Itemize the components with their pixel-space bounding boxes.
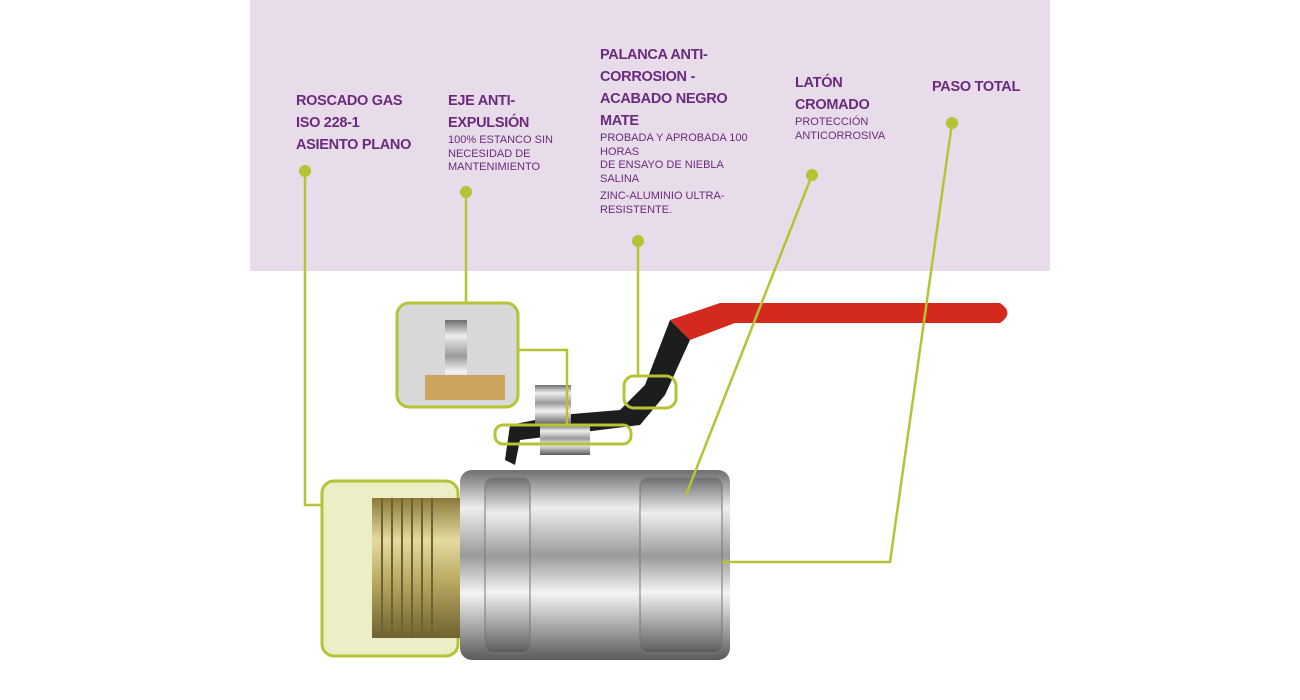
leader-roscado — [303, 171, 322, 507]
desc-line: NECESIDAD DE — [448, 147, 531, 160]
dot-palanca — [632, 235, 644, 247]
dot-roscado — [299, 165, 311, 177]
leader-paso — [722, 122, 954, 564]
label-paso-total: PASO TOTAL — [932, 76, 1020, 98]
desc-line: 100% ESTANCO SIN — [448, 134, 553, 146]
leader-inset — [518, 348, 569, 425]
handle-highlight — [622, 374, 678, 410]
title-line: PASO TOTAL — [932, 79, 1021, 95]
brass-thread — [372, 498, 460, 638]
header-panel — [250, 0, 1050, 271]
desc-line: MANTENIMIENTO — [448, 161, 541, 173]
title-line: EJE ANTI- — [448, 93, 515, 109]
desc-line: ANTICORROSIVA — [795, 129, 886, 142]
title-line: LATÓN — [795, 75, 843, 91]
title-line: ROSCADO GAS — [296, 93, 403, 109]
desc-line: SALINA — [600, 172, 640, 185]
leader-laton — [684, 174, 814, 496]
dot-laton — [806, 169, 818, 181]
desc-line: DE ENSAYO DE NIEBLA — [600, 159, 724, 171]
title-line: EXPULSIÓN — [448, 115, 530, 131]
desc-line: ZINC-ALUMINIO ULTRA- — [600, 190, 725, 202]
stem-highlight — [493, 423, 633, 446]
dot-eje — [460, 186, 472, 198]
dot-paso — [946, 117, 958, 129]
title-line: ACABADO NEGRO — [600, 91, 728, 107]
title-line: PALANCA ANTI- — [600, 47, 708, 63]
title-line: ASIENTO PLANO — [296, 137, 412, 153]
title-line: CROMADO — [795, 97, 870, 113]
stem-nut — [535, 385, 571, 425]
title-line: ISO 228-1 — [296, 115, 360, 131]
desc-line: HORAS — [600, 145, 640, 158]
handle-red — [670, 303, 1008, 340]
title-line: CORROSION - — [600, 69, 695, 85]
title-line: MATE — [600, 113, 639, 129]
label-palanca: PALANCA ANTI- CORROSION - ACABADO NEGRO MAT… — [600, 44, 748, 217]
desc-line: PROTECCIÓN — [795, 116, 869, 128]
desc-line: PROBADA Y APROBADA 100 — [600, 132, 748, 144]
desc-line: RESISTENTE. — [600, 203, 673, 216]
